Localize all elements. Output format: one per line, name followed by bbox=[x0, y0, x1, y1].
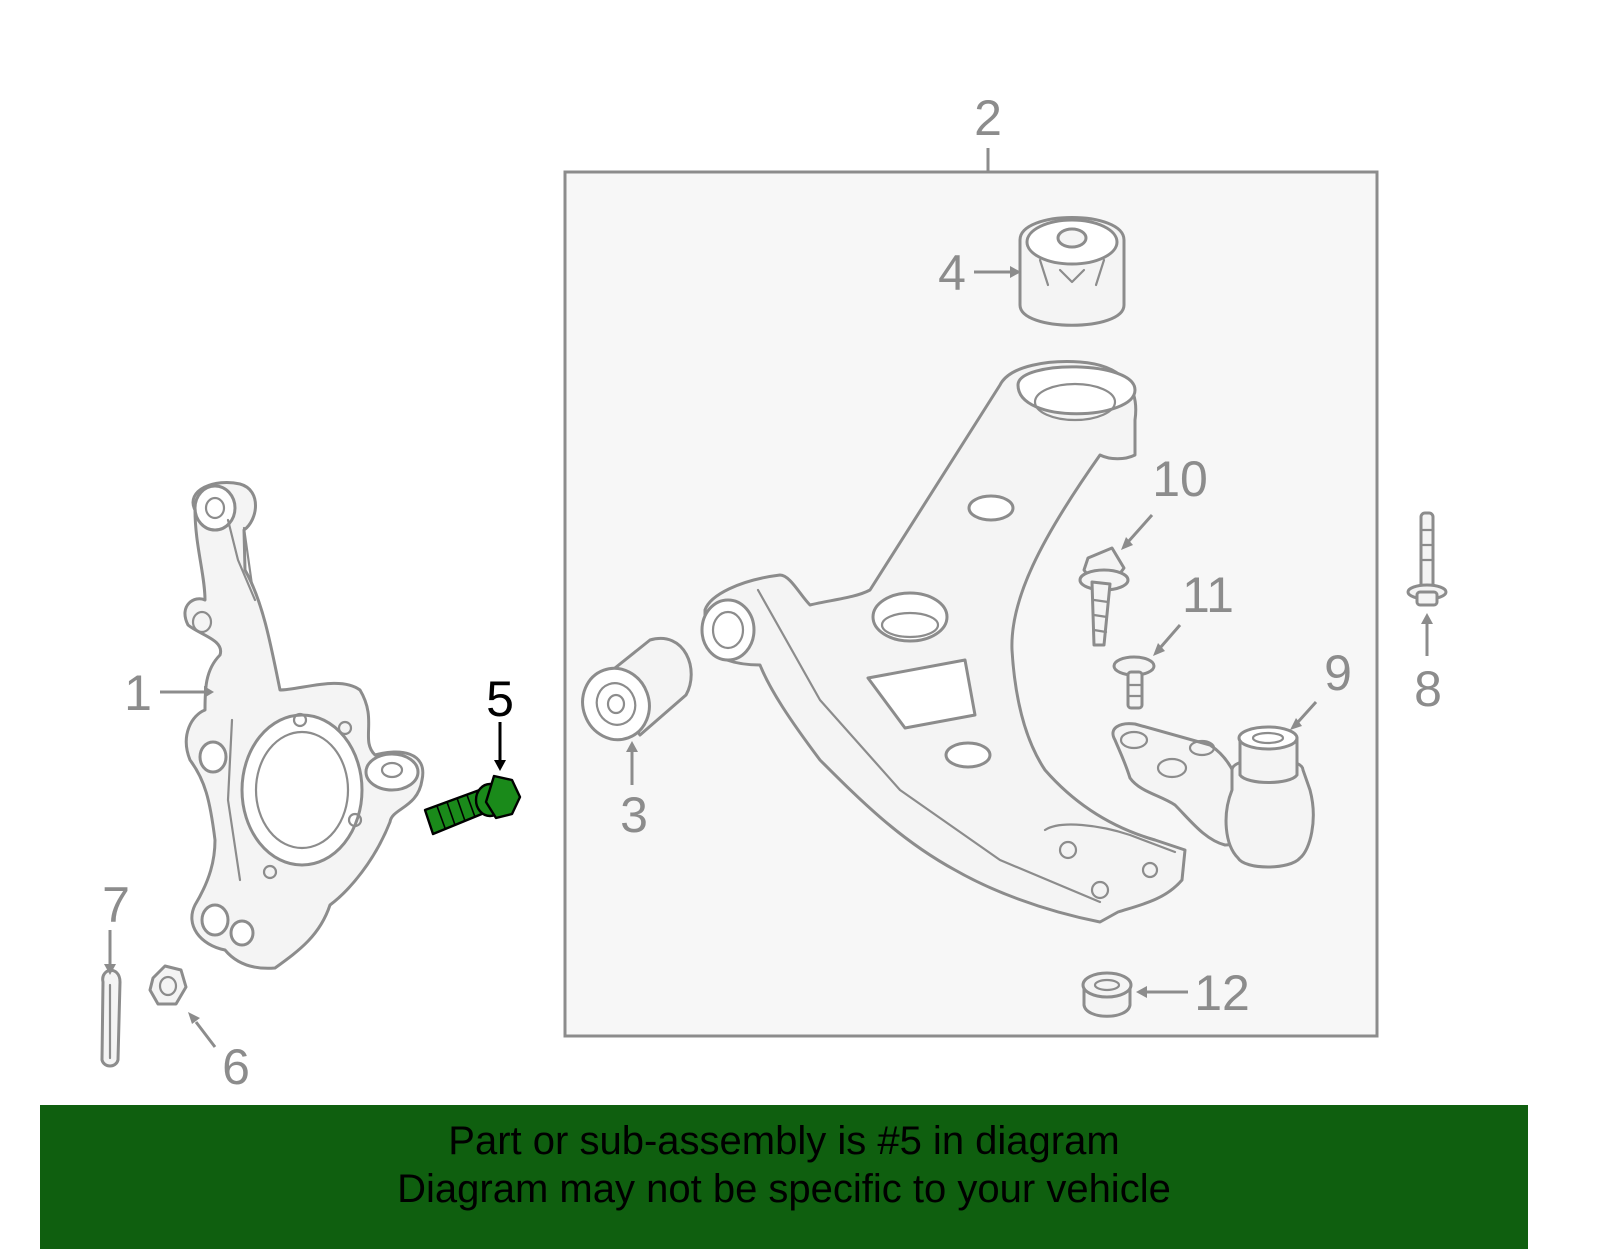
part-6-nut[interactable] bbox=[148, 964, 188, 1006]
part-11-clip[interactable] bbox=[1112, 655, 1156, 710]
callout-4[interactable]: 4 bbox=[938, 245, 966, 301]
callout-2[interactable]: 2 bbox=[974, 90, 1002, 146]
callout-8[interactable]: 8 bbox=[1414, 661, 1442, 717]
notice-banner: Part or sub-assembly is #5 in diagram Di… bbox=[40, 1105, 1528, 1249]
part-2-control-arm[interactable] bbox=[700, 360, 1187, 924]
callout-1[interactable]: 1 bbox=[124, 665, 152, 721]
part-5-bolt[interactable] bbox=[423, 774, 522, 836]
part-8-bolt[interactable] bbox=[1406, 511, 1448, 607]
part-10-bolt[interactable] bbox=[1078, 546, 1130, 647]
callout-3[interactable]: 3 bbox=[620, 787, 648, 843]
part-4-bushing[interactable] bbox=[1018, 216, 1126, 327]
callout-6[interactable]: 6 bbox=[222, 1039, 250, 1095]
part-3-bushing[interactable] bbox=[573, 636, 693, 749]
callout-9[interactable]: 9 bbox=[1324, 645, 1352, 701]
callout-5[interactable]: 5 bbox=[486, 671, 514, 727]
banner-line-2: Diagram may not be specific to your vehi… bbox=[397, 1167, 1171, 1211]
part-9-ball-joint[interactable] bbox=[1111, 722, 1315, 869]
part-1-steering-knuckle[interactable] bbox=[183, 481, 425, 970]
callout-10[interactable]: 10 bbox=[1152, 451, 1208, 507]
part-12-flange-nut[interactable] bbox=[1081, 971, 1133, 1018]
banner-line-1: Part or sub-assembly is #5 in diagram bbox=[448, 1119, 1120, 1163]
callout-11[interactable]: 11 bbox=[1182, 567, 1234, 623]
callout-7[interactable]: 7 bbox=[102, 877, 130, 933]
part-7-cotter-pin[interactable] bbox=[100, 968, 122, 1068]
callout-12[interactable]: 12 bbox=[1194, 965, 1250, 1021]
